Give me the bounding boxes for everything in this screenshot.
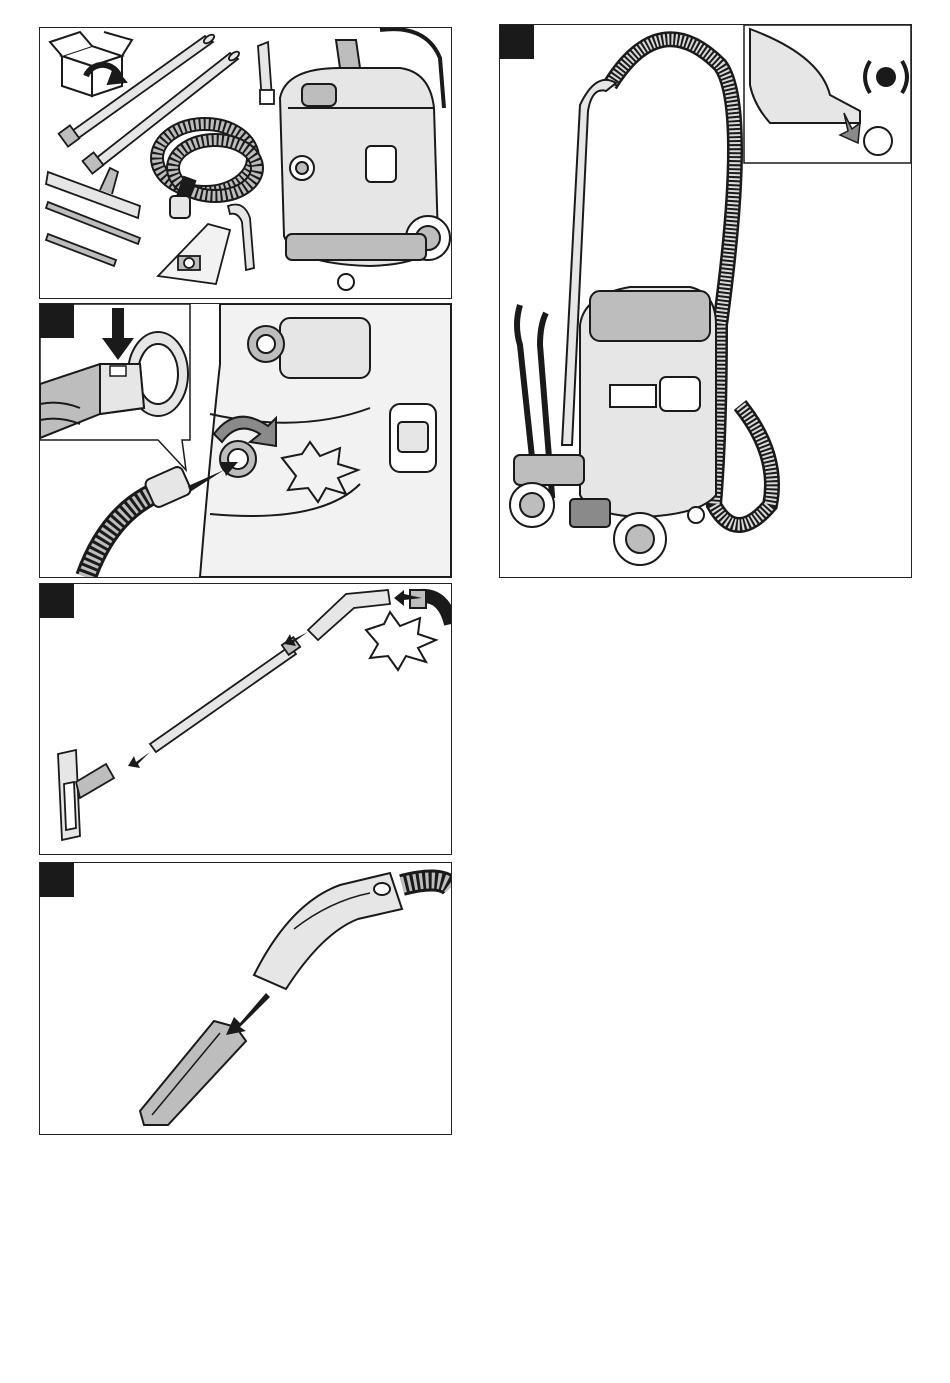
curved-tube bbox=[228, 205, 254, 271]
curved-tube-icon bbox=[308, 590, 390, 640]
click-burst-icon bbox=[366, 612, 436, 670]
panel-ready-vacuum bbox=[499, 24, 912, 578]
suction-hose bbox=[86, 465, 192, 577]
panel-wand-assembly bbox=[39, 583, 452, 855]
brake-inset bbox=[744, 25, 911, 163]
vacuum-cleaner-icon bbox=[510, 287, 716, 565]
panel-unpack-accessories bbox=[39, 27, 452, 299]
suction-hose-coil bbox=[157, 124, 257, 218]
step-badge bbox=[40, 863, 74, 897]
panel-hose-connect bbox=[39, 303, 452, 578]
wand-assembly-illustration bbox=[40, 584, 451, 854]
curved-tube-icon bbox=[254, 873, 402, 989]
crevice-nozzle-illustration bbox=[40, 863, 451, 1134]
insert-arrow-icon bbox=[226, 993, 270, 1035]
floor-nozzle-icon bbox=[58, 750, 114, 840]
panel-crevice-nozzle bbox=[39, 862, 452, 1135]
crevice-nozzle-icon bbox=[140, 1021, 246, 1125]
floor-nozzle bbox=[46, 168, 140, 266]
hose-connect-illustration bbox=[40, 304, 451, 577]
vacuum-cleaner-illustration bbox=[280, 29, 450, 290]
step-badge bbox=[500, 25, 534, 59]
hose-end bbox=[402, 880, 451, 887]
step-badge bbox=[40, 584, 74, 618]
step-badge bbox=[40, 304, 74, 338]
suction-tube-icon bbox=[150, 637, 300, 752]
box-unpack-icon bbox=[50, 32, 132, 96]
vacuum-assembled-illustration bbox=[500, 25, 911, 577]
crevice-nozzle-small bbox=[258, 42, 274, 104]
filter-bag bbox=[158, 224, 230, 284]
accessories-illustration bbox=[40, 28, 451, 298]
